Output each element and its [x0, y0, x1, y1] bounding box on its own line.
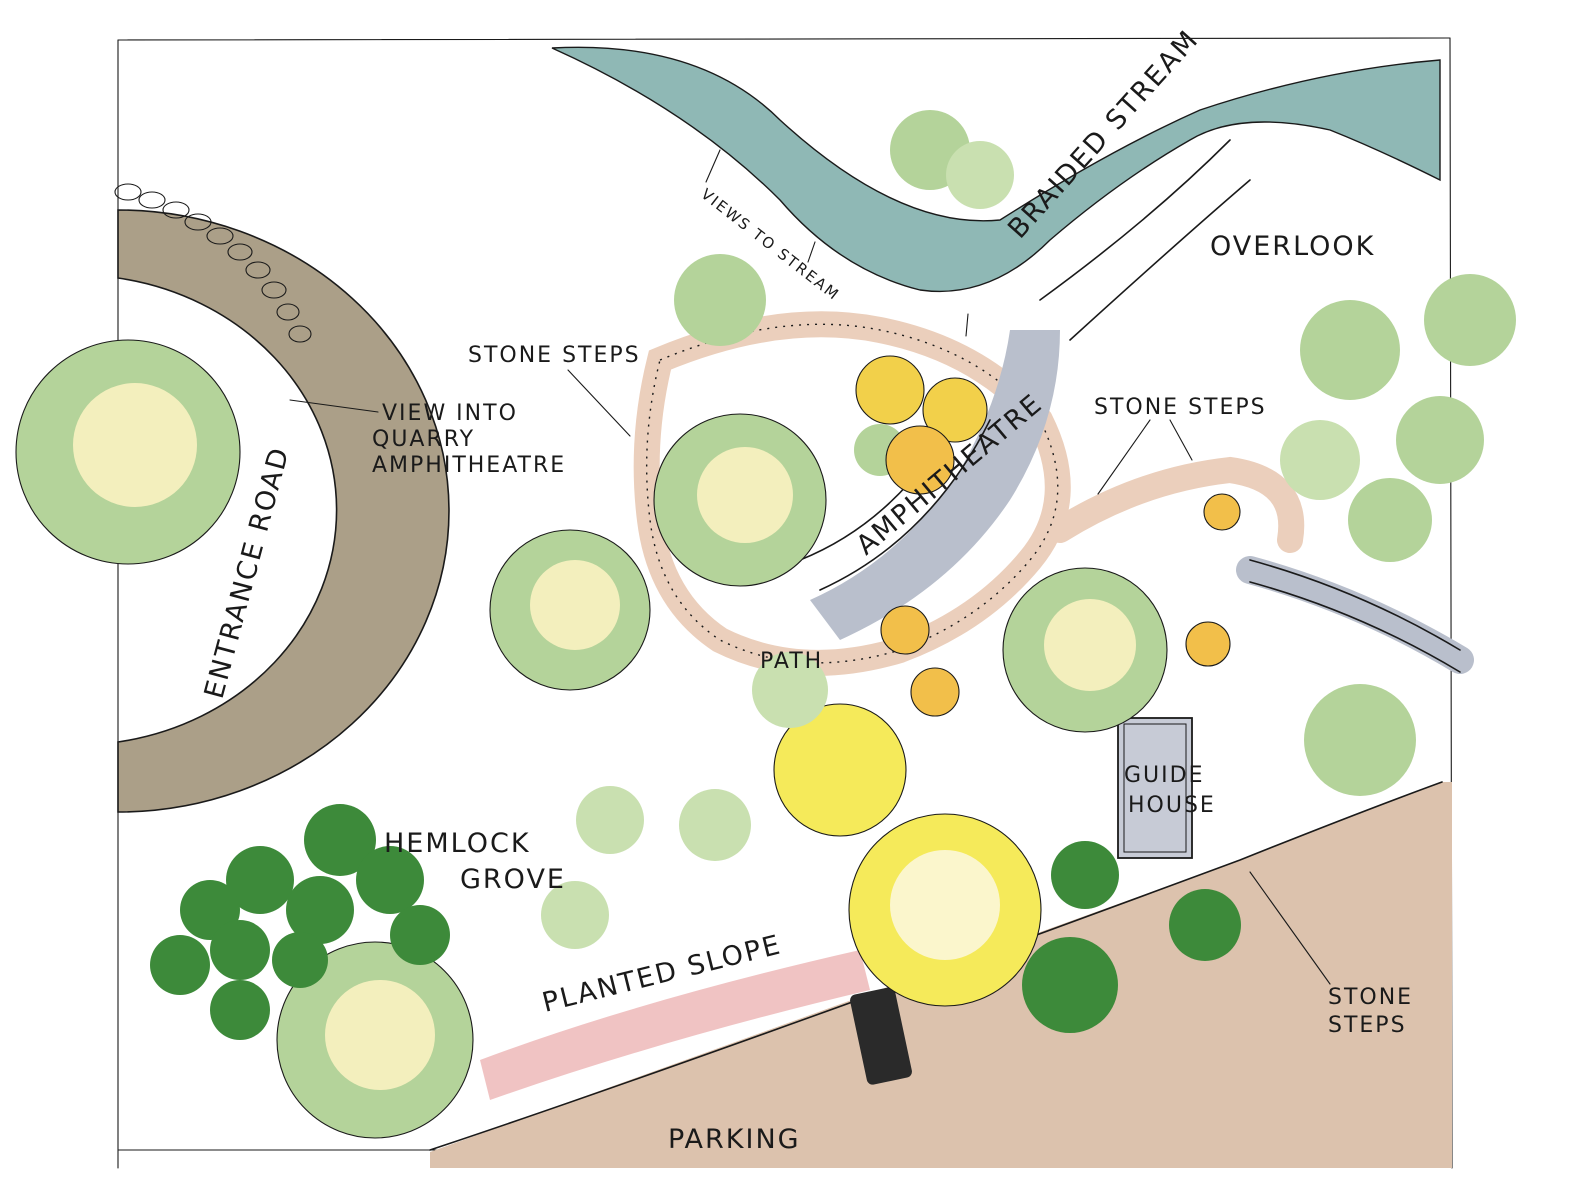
stone-wall-right [1236, 556, 1474, 674]
label-stone-steps-bottom-2: STEPS [1328, 1013, 1407, 1038]
footpath-dots [645, 323, 1059, 664]
label-guide-house-1: GUIDE [1124, 763, 1204, 788]
road-stone-edging [114, 183, 312, 343]
label-view-into-3: AMPHITHEATRE [372, 453, 566, 478]
planted-slope [480, 950, 870, 1100]
braided-stream [551, 46, 1441, 293]
label-view-into-2: QUARRY [372, 427, 475, 452]
label-hemlock-1: HEMLOCK [384, 828, 531, 859]
leader-lines [289, 149, 1331, 985]
label-stone-steps-right: STONE STEPS [1094, 395, 1267, 420]
label-parking: PARKING [668, 1124, 801, 1155]
label-stone-steps-bottom-1: STONE [1328, 985, 1413, 1010]
flowering-trees [855, 355, 1241, 717]
label-view-into-1: VIEW INTO [382, 401, 518, 426]
label-hemlock-2: GROVE [460, 864, 566, 895]
label-path: PATH [760, 649, 823, 674]
label-guide-house-2: HOUSE [1128, 793, 1216, 818]
entrance-road [117, 209, 450, 813]
label-stone-steps-left: STONE STEPS [468, 343, 641, 368]
overlook-edge [1039, 139, 1251, 341]
parked-car [850, 987, 912, 1085]
hemlock-grove [150, 804, 1241, 1040]
label-overlook: OVERLOOK [1210, 231, 1375, 262]
shrub-clumps [541, 110, 1516, 949]
deciduous-trees [15, 339, 1168, 1139]
guide-house [1117, 717, 1193, 859]
